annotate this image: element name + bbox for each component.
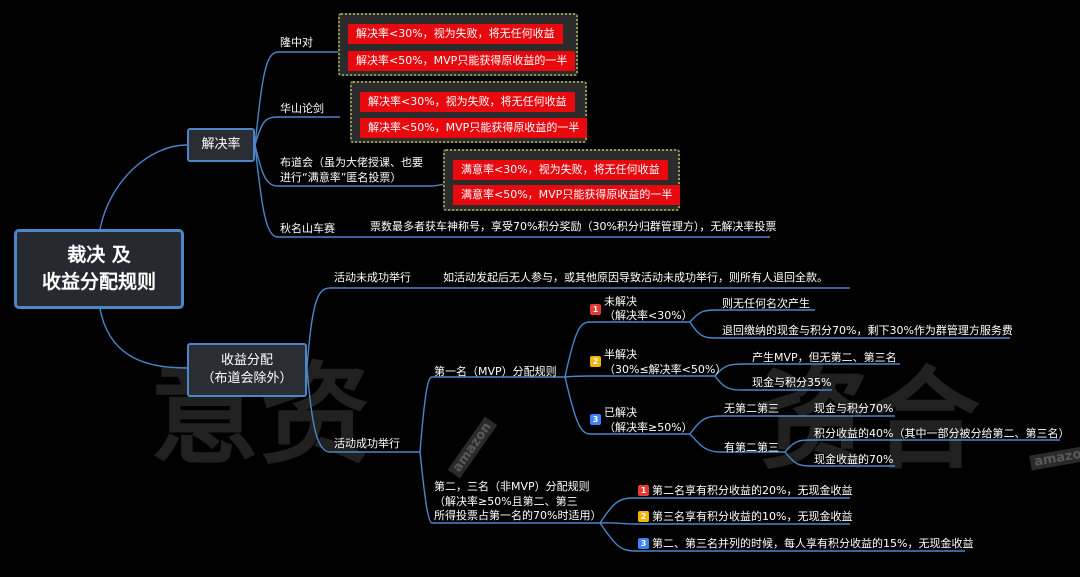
c3-line1[interactable]: 已解决: [604, 406, 637, 419]
lzd-rule-2[interactable]: 解决率<50%，MVP只能获得原收益的一半: [348, 51, 576, 71]
second-rule-line3[interactable]: 所得投票占第一名的70%时适用）: [434, 509, 602, 522]
second-rule-line2[interactable]: （解决率≥50%且第二、第三: [434, 495, 578, 508]
c3-no23-label[interactable]: 无第二第三: [724, 402, 779, 415]
c2-result-1[interactable]: 产生MVP，但无第二、第三名: [752, 351, 897, 364]
first-rule-label[interactable]: 第一名（MVP）分配规则: [434, 365, 557, 378]
hslj-rule-group: 解决率<30%，视为失败，将无任何收益 解决率<50%，MVP只能获得原收益的一…: [350, 81, 588, 143]
c2-line2[interactable]: （30%≤解决率<50%）: [604, 363, 727, 376]
c1-line2[interactable]: （解决率<30%）: [604, 309, 693, 322]
second-result-1[interactable]: 第二名享有积分收益的20%，无现金收益: [652, 484, 853, 497]
c1-result-2[interactable]: 退回缴纳的现金与积分70%，剩下30%作为群管理方服务费: [722, 324, 1013, 337]
c3-line2[interactable]: （解决率≥50%）: [604, 421, 693, 434]
bdh-rule-group: 满意率<30%，视为失败，将无任何收益 满意率<50%，MVP只能获得原收益的一…: [443, 149, 681, 211]
qmss-rule[interactable]: 票数最多者获车神称号，享受70%积分奖励（30%积分归群管理方），无解决率投票: [370, 220, 777, 233]
qmss-label[interactable]: 秋名山车赛: [280, 222, 335, 235]
branch-revenue-line1: 收益分配: [220, 353, 273, 368]
c2-line1[interactable]: 半解决: [604, 348, 637, 361]
fail-desc[interactable]: 如活动发起后无人参与，或其他原因导致活动未成功举行，则所有人退回全款。: [443, 271, 828, 284]
branch-revenue[interactable]: 收益分配 （布道会除外）: [187, 343, 307, 397]
second-result-3[interactable]: 第二、第三名并列的时候，每人享有积分收益的15%，无现金收益: [652, 537, 974, 550]
bdh-rule-1[interactable]: 满意率<30%，视为失败，将无任何收益: [453, 160, 668, 180]
hslj-label[interactable]: 华山论剑: [280, 102, 324, 115]
watermark-right: 资合: [760, 355, 980, 484]
branch-revenue-line2: （布道会除外）: [201, 371, 293, 386]
badge-2: 2: [638, 511, 649, 522]
c1-result-1[interactable]: 则无任何名次产生: [722, 297, 810, 310]
root-title-line1: 裁决 及: [67, 244, 131, 266]
c3-no23-result[interactable]: 现金与积分70%: [814, 402, 894, 415]
badge-1: 1: [638, 485, 649, 496]
badge-3: 3: [590, 414, 601, 425]
c3-has23-label[interactable]: 有第二第三: [724, 441, 779, 454]
hslj-rule-1[interactable]: 解决率<30%，视为失败，将无任何收益: [360, 92, 575, 112]
success-label[interactable]: 活动成功举行: [334, 437, 400, 450]
badge-1: 1: [590, 304, 601, 315]
badge-3: 3: [638, 538, 649, 549]
bdh-label-line2[interactable]: 进行“满意率”匿名投票）: [280, 171, 402, 184]
root-node[interactable]: 裁决 及 收益分配规则: [14, 229, 184, 309]
c3-has23-result-1[interactable]: 积分收益的40%（其中一部分被分给第二、第三名）: [814, 427, 1070, 440]
fail-label[interactable]: 活动未成功举行: [334, 271, 411, 284]
bdh-label-line1[interactable]: 布道会（虽为大佬授课、也要: [280, 156, 423, 169]
c2-result-2[interactable]: 现金与积分35%: [752, 376, 832, 389]
second-rule-line1[interactable]: 第二，三名（非MVP）分配规则: [434, 480, 590, 493]
c3-has23-result-2[interactable]: 现金收益的70%: [814, 453, 894, 466]
hslj-rule-2[interactable]: 解决率<50%，MVP只能获得原收益的一半: [360, 118, 588, 138]
second-result-2[interactable]: 第三名享有积分收益的10%，无现金收益: [652, 510, 853, 523]
lzd-rule-group: 解决率<30%，视为失败，将无任何收益 解决率<50%，MVP只能获得原收益的一…: [338, 13, 578, 76]
branch-solve-rate-label: 解决率: [201, 137, 241, 152]
badge-2: 2: [590, 356, 601, 367]
lzd-label[interactable]: 隆中对: [280, 36, 313, 49]
lzd-rule-1[interactable]: 解决率<30%，视为失败，将无任何收益: [348, 24, 563, 44]
bdh-rule-2[interactable]: 满意率<50%，MVP只能获得原收益的一半: [453, 185, 681, 205]
c1-line1[interactable]: 未解决: [604, 295, 637, 308]
root-title-line2: 收益分配规则: [41, 271, 156, 293]
branch-solve-rate[interactable]: 解决率: [187, 128, 255, 162]
